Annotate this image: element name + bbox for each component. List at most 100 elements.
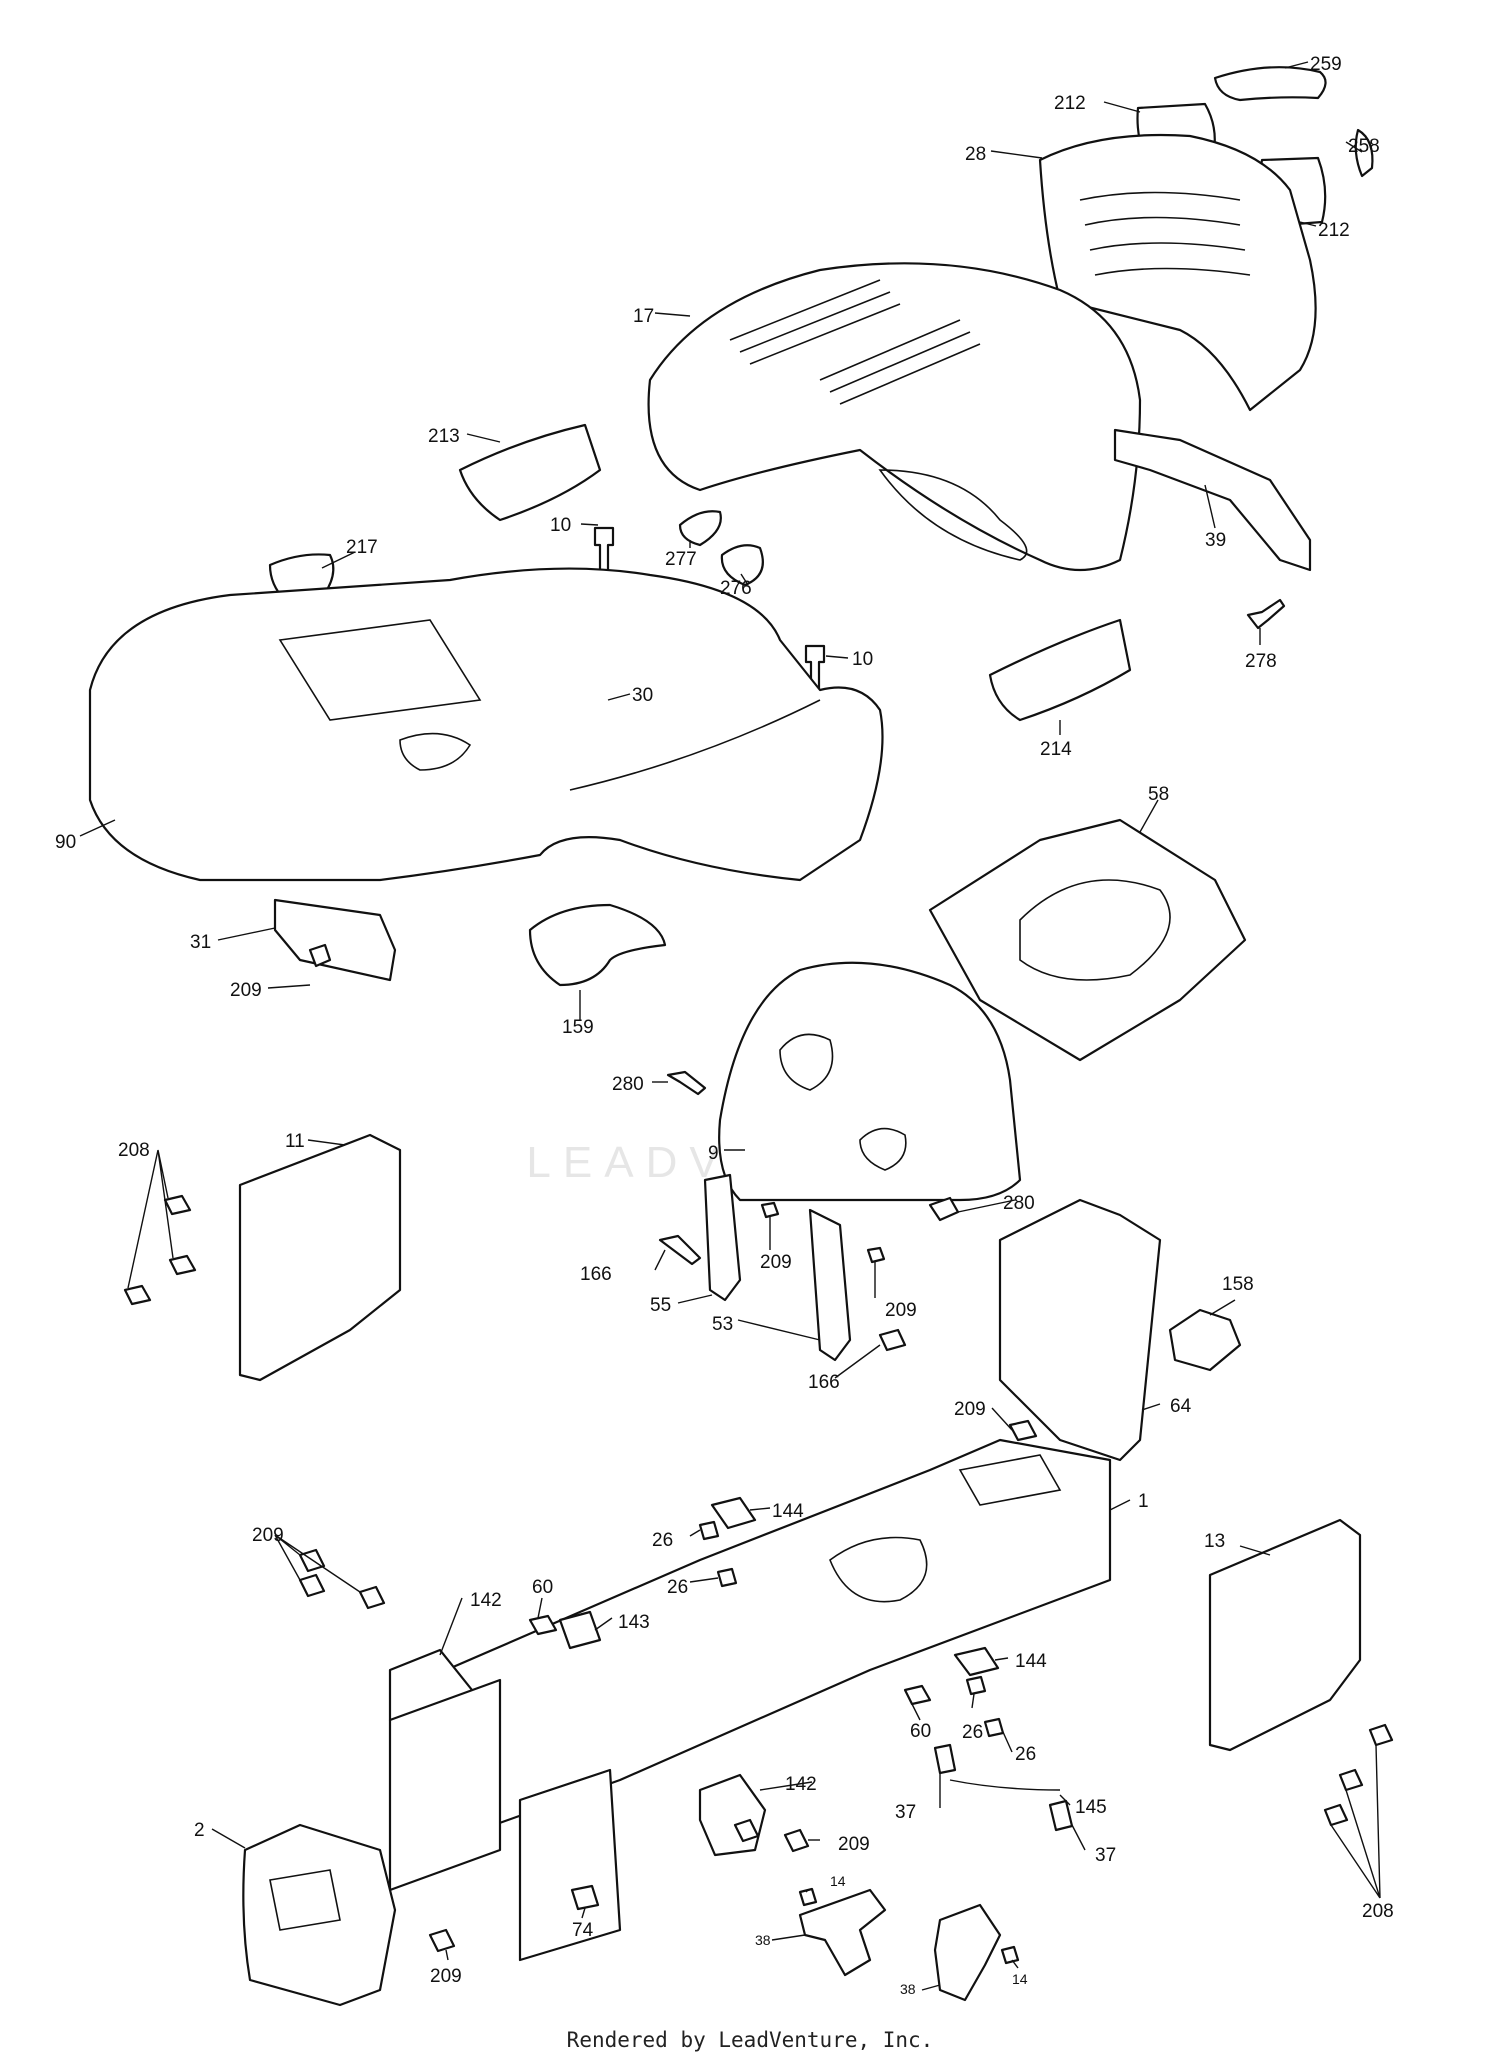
part-26-nut-a [698,1520,720,1541]
part-259-lens [1213,66,1327,102]
callout-209: 209 [252,1525,284,1546]
footer-credit: Rendered by LeadVenture, Inc. [566,2028,934,2052]
part-276 [720,544,764,587]
callout-55: 55 [650,1295,671,1316]
part-280-bolt-a [666,1070,707,1096]
part-14-screw-a [798,1887,818,1907]
part-144-bracket-b [953,1646,1000,1677]
callout-276: 276 [720,578,752,599]
part-37-bolt-b [1048,1799,1074,1832]
callout-9: 9 [708,1143,719,1164]
callout-28: 28 [965,144,986,165]
part-26-nut-c [965,1675,987,1696]
callout-2: 2 [194,1820,205,1841]
part-209-bolts-e [298,1548,386,1610]
part-37-bolt-a [933,1743,957,1775]
part-208-bolts-a [123,1194,197,1306]
callout-58: 58 [1148,784,1169,805]
callout-144: 144 [1015,1651,1047,1672]
part-209-bolts-f [733,1818,810,1853]
callout-37: 37 [895,1802,916,1823]
part-2-bracket [242,1823,397,2007]
callout-74: 74 [572,1920,594,1941]
callout-53: 53 [712,1314,733,1335]
callout-209: 209 [954,1399,986,1420]
part-209-bolt-a [308,943,332,968]
callout-258: 258 [1348,136,1380,157]
callout-11: 11 [285,1131,305,1152]
part-145-rod [949,1779,1061,1791]
part-166-bolt-b [878,1328,907,1352]
part-277 [678,510,722,547]
callout-280: 280 [612,1074,644,1095]
callout-213: 213 [428,426,460,447]
callout-259: 259 [1310,54,1342,75]
callout-26: 26 [1015,1744,1036,1765]
callout-144: 144 [772,1501,804,1522]
callout-209: 209 [430,1966,462,1987]
callout-14: 14 [1012,1971,1028,1987]
part-14-screw-b [1000,1945,1020,1965]
callout-208: 208 [1362,1901,1394,1922]
callout-10: 10 [852,649,873,670]
part-280-bolt-b [928,1196,960,1222]
part-209-bolt-d [1008,1419,1038,1442]
part-55-bracket [703,1173,742,1302]
callout-158: 158 [1222,1274,1254,1295]
callout-209: 209 [885,1300,917,1321]
part-209-nut-b [760,1201,780,1219]
callout-10: 10 [550,515,571,536]
part-214-panel [988,618,1132,722]
callout-90: 90 [55,832,76,853]
callout-208: 208 [118,1140,150,1161]
callout-278: 278 [1245,651,1277,672]
part-53-bracket [808,1208,852,1362]
callout-26: 26 [962,1722,983,1743]
part-209-nut-c [866,1246,886,1264]
callout-30: 30 [632,685,653,706]
callout-142: 142 [470,1590,502,1611]
part-142-plate-b [698,1773,767,1857]
callout-209: 209 [838,1834,870,1855]
callout-14: 14 [830,1873,846,1889]
part-74-nut [570,1884,600,1911]
part-30-fender [88,567,884,882]
callout-60: 60 [910,1721,931,1742]
part-209-bolt-g [428,1928,456,1953]
callout-13: 13 [1204,1531,1225,1552]
callout-38: 38 [900,1981,916,1997]
callout-166: 166 [808,1372,840,1393]
part-144-bracket-a [710,1496,757,1530]
callout-37: 37 [1095,1845,1116,1866]
part-shapes [88,66,1394,2007]
callout-217: 217 [346,537,378,558]
callout-labels: 259 212 258 28 212 17 213 39 10 217 277 … [55,54,1394,1997]
part-278-screw [1246,598,1286,630]
callout-209: 209 [760,1252,792,1273]
part-26-nut-d [983,1717,1005,1738]
callout-38: 38 [755,1932,771,1948]
part-38-bracket-a [798,1888,887,1977]
callout-143: 143 [618,1612,650,1633]
part-1-frame [398,1438,1112,1832]
part-frame-rail-mid [518,1768,622,1962]
part-39-bracket [1113,428,1312,572]
part-26-nut-b [716,1567,738,1588]
callout-142: 142 [785,1774,817,1795]
callout-26: 26 [652,1530,673,1551]
part-17-hood [647,262,1142,572]
callout-17: 17 [633,306,654,327]
callout-64: 64 [1170,1396,1192,1417]
part-158-switch [1168,1308,1242,1372]
callout-26: 26 [667,1577,688,1598]
callout-212: 212 [1054,93,1086,114]
part-60-bolt-a [528,1614,558,1636]
callout-212: 212 [1318,220,1350,241]
part-258-lens [1354,128,1374,178]
part-143-bracket [558,1610,602,1650]
callout-31: 31 [190,932,211,953]
callout-60: 60 [532,1577,553,1598]
part-31-bracket [273,898,397,982]
callout-280: 280 [1003,1193,1035,1214]
